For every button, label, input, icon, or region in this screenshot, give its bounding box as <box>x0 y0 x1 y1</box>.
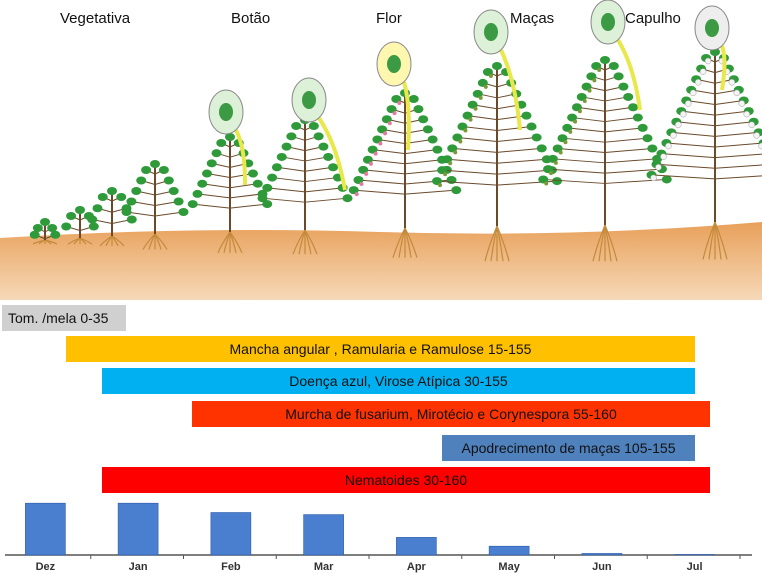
stage-callouts <box>208 0 730 191</box>
callout-bubble <box>208 89 248 186</box>
cotton-growth-illustration <box>0 0 762 300</box>
chart-bar-mar <box>303 514 344 556</box>
cotton-plant <box>538 56 672 262</box>
callout-bubble <box>694 5 730 91</box>
bar-apodrecimento-macas-label: Apodrecimento de maças 105-155 <box>461 440 676 456</box>
callout-bubble <box>590 0 642 111</box>
stage-label-macas: Maças <box>510 10 555 27</box>
soil <box>0 222 762 300</box>
cotton-plant <box>432 62 562 262</box>
cotton-plants <box>29 48 762 262</box>
chart-bar-jan <box>117 502 159 556</box>
cotton-plant <box>29 218 61 245</box>
cotton-plant <box>61 206 99 245</box>
bar-nematoides-label: Nematoides 30-160 <box>344 472 468 488</box>
chart-bar-jun <box>581 553 623 556</box>
monthly-bar-chart: Dez Jan Feb Mar Apr May Jun Jul <box>5 502 752 573</box>
chart-bar-dez <box>25 502 66 556</box>
chart-tick-label-jun: Jun <box>592 561 612 573</box>
chart-tick-label-jul: Jul <box>687 561 703 573</box>
chart-tick-label-jan: Jan <box>129 561 148 573</box>
bar-mancha-angular-label: Mancha angular , Ramularia e Ramulose 15… <box>229 341 532 357</box>
chart-tick-label-mar: Mar <box>314 561 334 573</box>
bar-tom-mela-label: Tom. /mela 0-35 <box>8 310 109 326</box>
bar-nematoides: Nematoides 30-160 <box>102 467 710 493</box>
chart-bar-jul <box>674 554 715 556</box>
stage-label-flor: Flor <box>376 10 402 27</box>
chart-tick-label-may: May <box>498 561 520 573</box>
cotton-plant <box>121 160 189 250</box>
bar-doenca-azul: Doença azul, Virose Atípica 30-155 <box>102 368 695 394</box>
bar-mancha-angular: Mancha angular , Ramularia e Ramulose 15… <box>66 336 695 362</box>
cotton-plant <box>646 48 762 260</box>
chart-bar-apr <box>396 537 437 556</box>
bar-doenca-azul-label: Doença azul, Virose Atípica 30-155 <box>289 373 508 389</box>
chart-tick-label-dez: Dez <box>36 561 56 573</box>
stage-label-capulho: Capulho <box>625 10 681 27</box>
cotton-plant <box>348 89 462 258</box>
bar-tom-mela: Tom. /mela 0-35 <box>2 305 126 331</box>
chart-bar-feb <box>210 512 252 556</box>
stage-label-botao: Botão <box>231 10 271 27</box>
bar-apodrecimento-macas: Apodrecimento de maças 105-155 <box>442 435 695 461</box>
chart-tick-label-apr: Apr <box>407 561 427 573</box>
chart-tick-label-feb: Feb <box>221 561 241 573</box>
callout-bubble <box>473 9 522 131</box>
callout-bubble <box>291 77 347 191</box>
chart-bar-may <box>488 545 530 556</box>
cotton-plant <box>257 116 353 255</box>
bar-murcha-fusarium-label: Murcha de fusarium, Mirotécio e Corynesp… <box>285 406 617 422</box>
bar-murcha-fusarium: Murcha de fusarium, Mirotécio e Corynesp… <box>192 401 710 427</box>
stage-label-vegetativa: Vegetativa <box>60 10 131 27</box>
callout-bubble <box>376 41 412 151</box>
